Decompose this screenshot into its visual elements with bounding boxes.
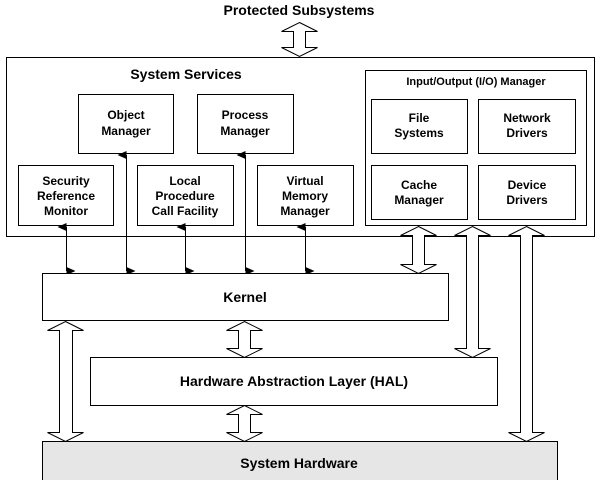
- network-drivers-label-2: Drivers: [506, 126, 548, 140]
- object-manager-box: Object Manager: [78, 94, 174, 154]
- system-hardware-box: System Hardware: [42, 441, 558, 480]
- lpc-facility-label-1: Local: [169, 174, 200, 188]
- lpc-facility-label-3: Call Facility: [152, 204, 219, 218]
- hollow-arrow-io-hardware: [508, 225, 545, 443]
- io-manager-label: Input/Output (I/O) Manager: [406, 76, 546, 88]
- process-manager-label-1: Process: [222, 108, 269, 122]
- process-manager-box: Process Manager: [197, 94, 294, 154]
- file-systems-box: File Systems: [371, 99, 468, 154]
- system-services-label: System Services: [130, 66, 242, 82]
- hal-box: Hardware Abstraction Layer (HAL): [90, 357, 498, 406]
- cache-manager-label-1: Cache: [401, 178, 437, 192]
- local-procedure-call-facility-box: Local Procedure Call Facility: [137, 165, 234, 226]
- hollow-arrow-kernel-hardware: [47, 320, 84, 443]
- hal-label: Hardware Abstraction Layer (HAL): [180, 373, 408, 389]
- object-manager-label-2: Manager: [101, 124, 151, 138]
- device-drivers-label-1: Device: [508, 178, 547, 192]
- virtual-memory-manager-label-2: Memory: [282, 189, 328, 203]
- kernel-label: Kernel: [223, 289, 267, 305]
- network-drivers-box: Network Drivers: [478, 99, 576, 154]
- kernel-box: Kernel: [42, 273, 449, 321]
- device-drivers-box: Device Drivers: [478, 165, 576, 220]
- security-reference-monitor-label-1: Security: [42, 174, 90, 188]
- virtual-memory-manager-label-1: Virtual: [286, 174, 323, 188]
- system-hardware-label: System Hardware: [240, 455, 358, 471]
- process-manager-label-2: Manager: [220, 124, 270, 138]
- file-systems-label-1: File: [409, 111, 430, 125]
- protected-subsystems-title: Protected Subsystems: [224, 2, 375, 18]
- security-reference-monitor-label-3: Monitor: [44, 204, 88, 218]
- hollow-arrow-hal-hardware: [226, 404, 263, 443]
- object-manager-label-1: Object: [107, 108, 144, 122]
- virtual-memory-manager-label-3: Manager: [280, 204, 330, 218]
- lpc-facility-label-2: Procedure: [155, 189, 215, 203]
- cache-manager-label-2: Manager: [394, 193, 444, 207]
- hollow-arrow-kernel-hal: [226, 320, 263, 359]
- virtual-memory-manager-box: Virtual Memory Manager: [257, 165, 354, 226]
- security-reference-monitor-box: Security Reference Monitor: [18, 165, 114, 226]
- security-reference-monitor-label-2: Reference: [37, 189, 95, 203]
- hollow-arrow-io-hal: [454, 225, 491, 359]
- file-systems-label-2: Systems: [394, 126, 444, 140]
- device-drivers-label-2: Drivers: [506, 193, 548, 207]
- cache-manager-box: Cache Manager: [371, 165, 468, 220]
- hollow-arrow-io-kernel: [400, 225, 437, 275]
- hollow-arrow-subsystems-services: [281, 21, 318, 58]
- network-drivers-label-1: Network: [503, 111, 551, 125]
